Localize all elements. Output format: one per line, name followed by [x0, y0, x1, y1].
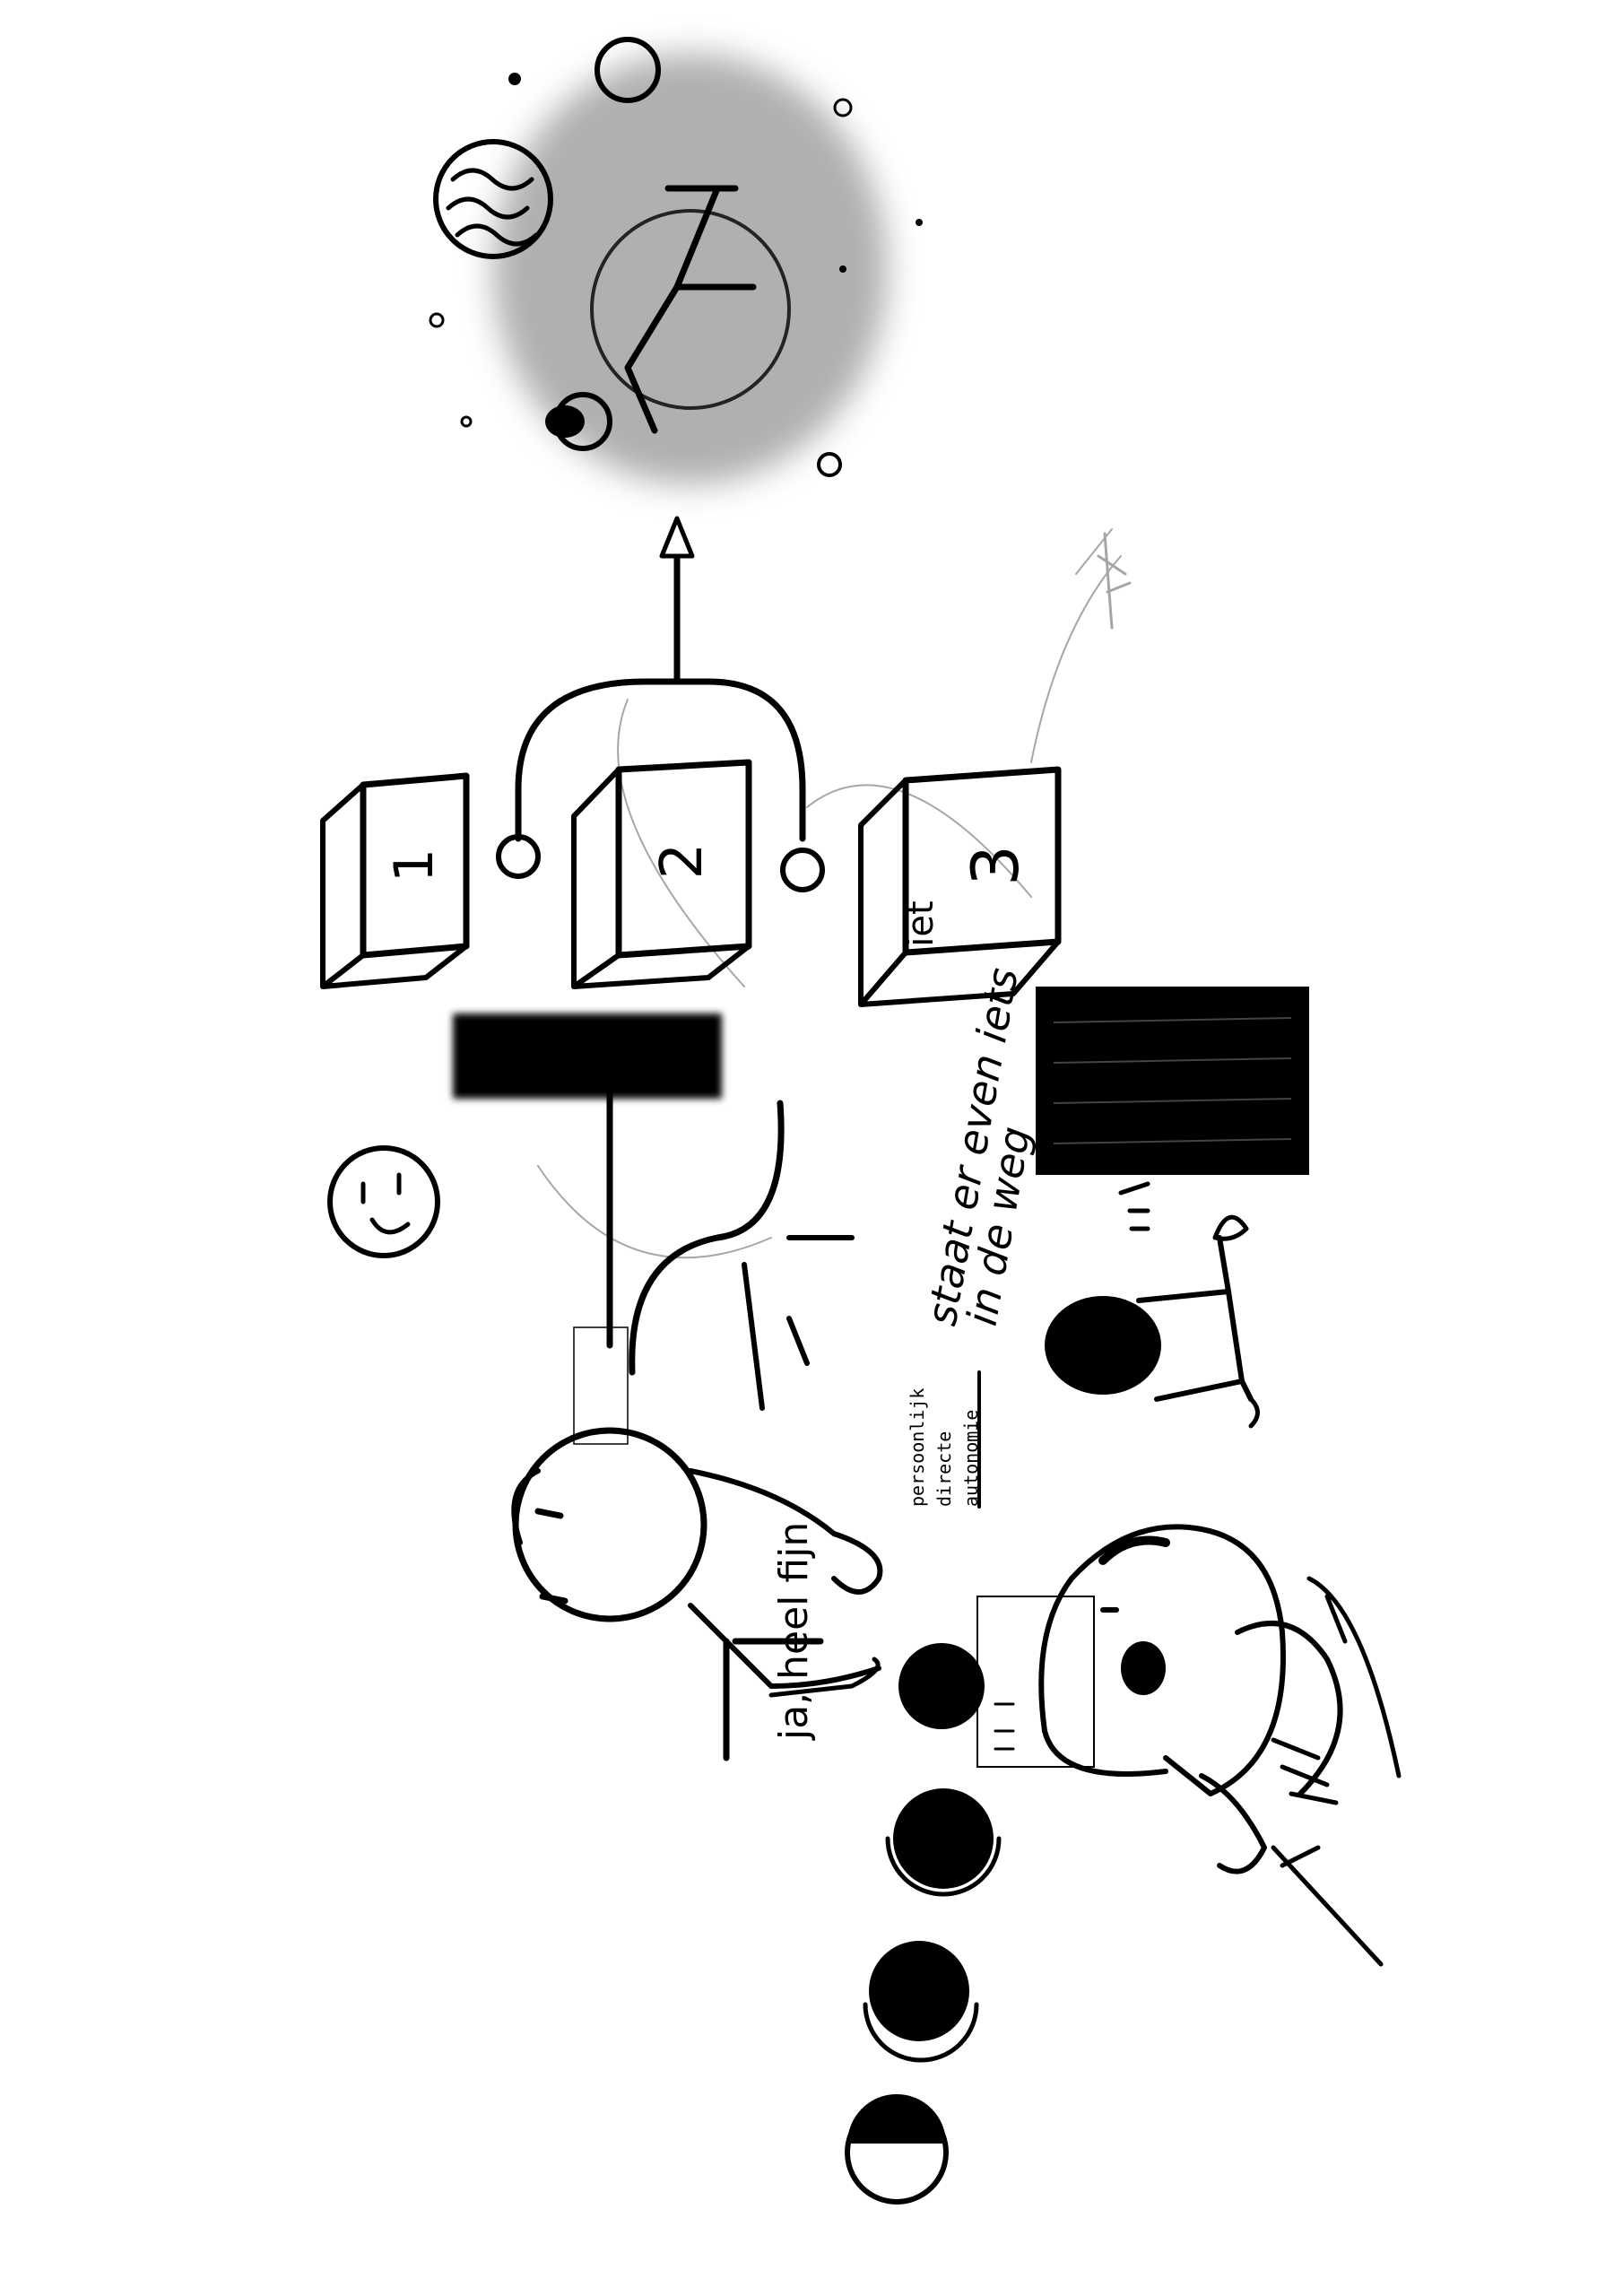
box-3-label: 3 — [958, 845, 1033, 886]
box-3-extra: iet — [900, 900, 942, 946]
planet-small-top — [595, 37, 661, 103]
kneeling-figure — [1045, 1181, 1260, 1429]
figure-head — [512, 1427, 707, 1622]
arrow-up — [659, 516, 695, 685]
moon-phases — [845, 1643, 1002, 2205]
space-scene — [429, 37, 923, 484]
chair-figure — [511, 1037, 883, 1761]
planet-large — [590, 209, 791, 410]
reclining-figure — [976, 1524, 1402, 1967]
box-2-label: 2 — [649, 843, 716, 880]
box-1: 1 — [320, 772, 470, 989]
planet-striped — [433, 139, 553, 259]
box-2: 2 — [571, 759, 752, 989]
black-box-right — [1036, 987, 1309, 1175]
box-3: 3 iet — [858, 766, 1062, 1007]
faint-scribbles — [537, 528, 1132, 1259]
annotation-small-note-2: directe — [933, 1431, 955, 1507]
face-circle — [327, 1145, 440, 1258]
smudge-cloud — [493, 54, 888, 484]
astronaut-body — [624, 185, 757, 434]
bracket-connector — [496, 678, 825, 892]
box-1-label: 1 — [383, 848, 446, 883]
annotation-small-note-1: persoonlijk — [907, 1388, 928, 1507]
black-scribble-left — [453, 1013, 722, 1099]
annotation-ja-heel-fijn: ja, heel fijn — [771, 1522, 817, 1741]
